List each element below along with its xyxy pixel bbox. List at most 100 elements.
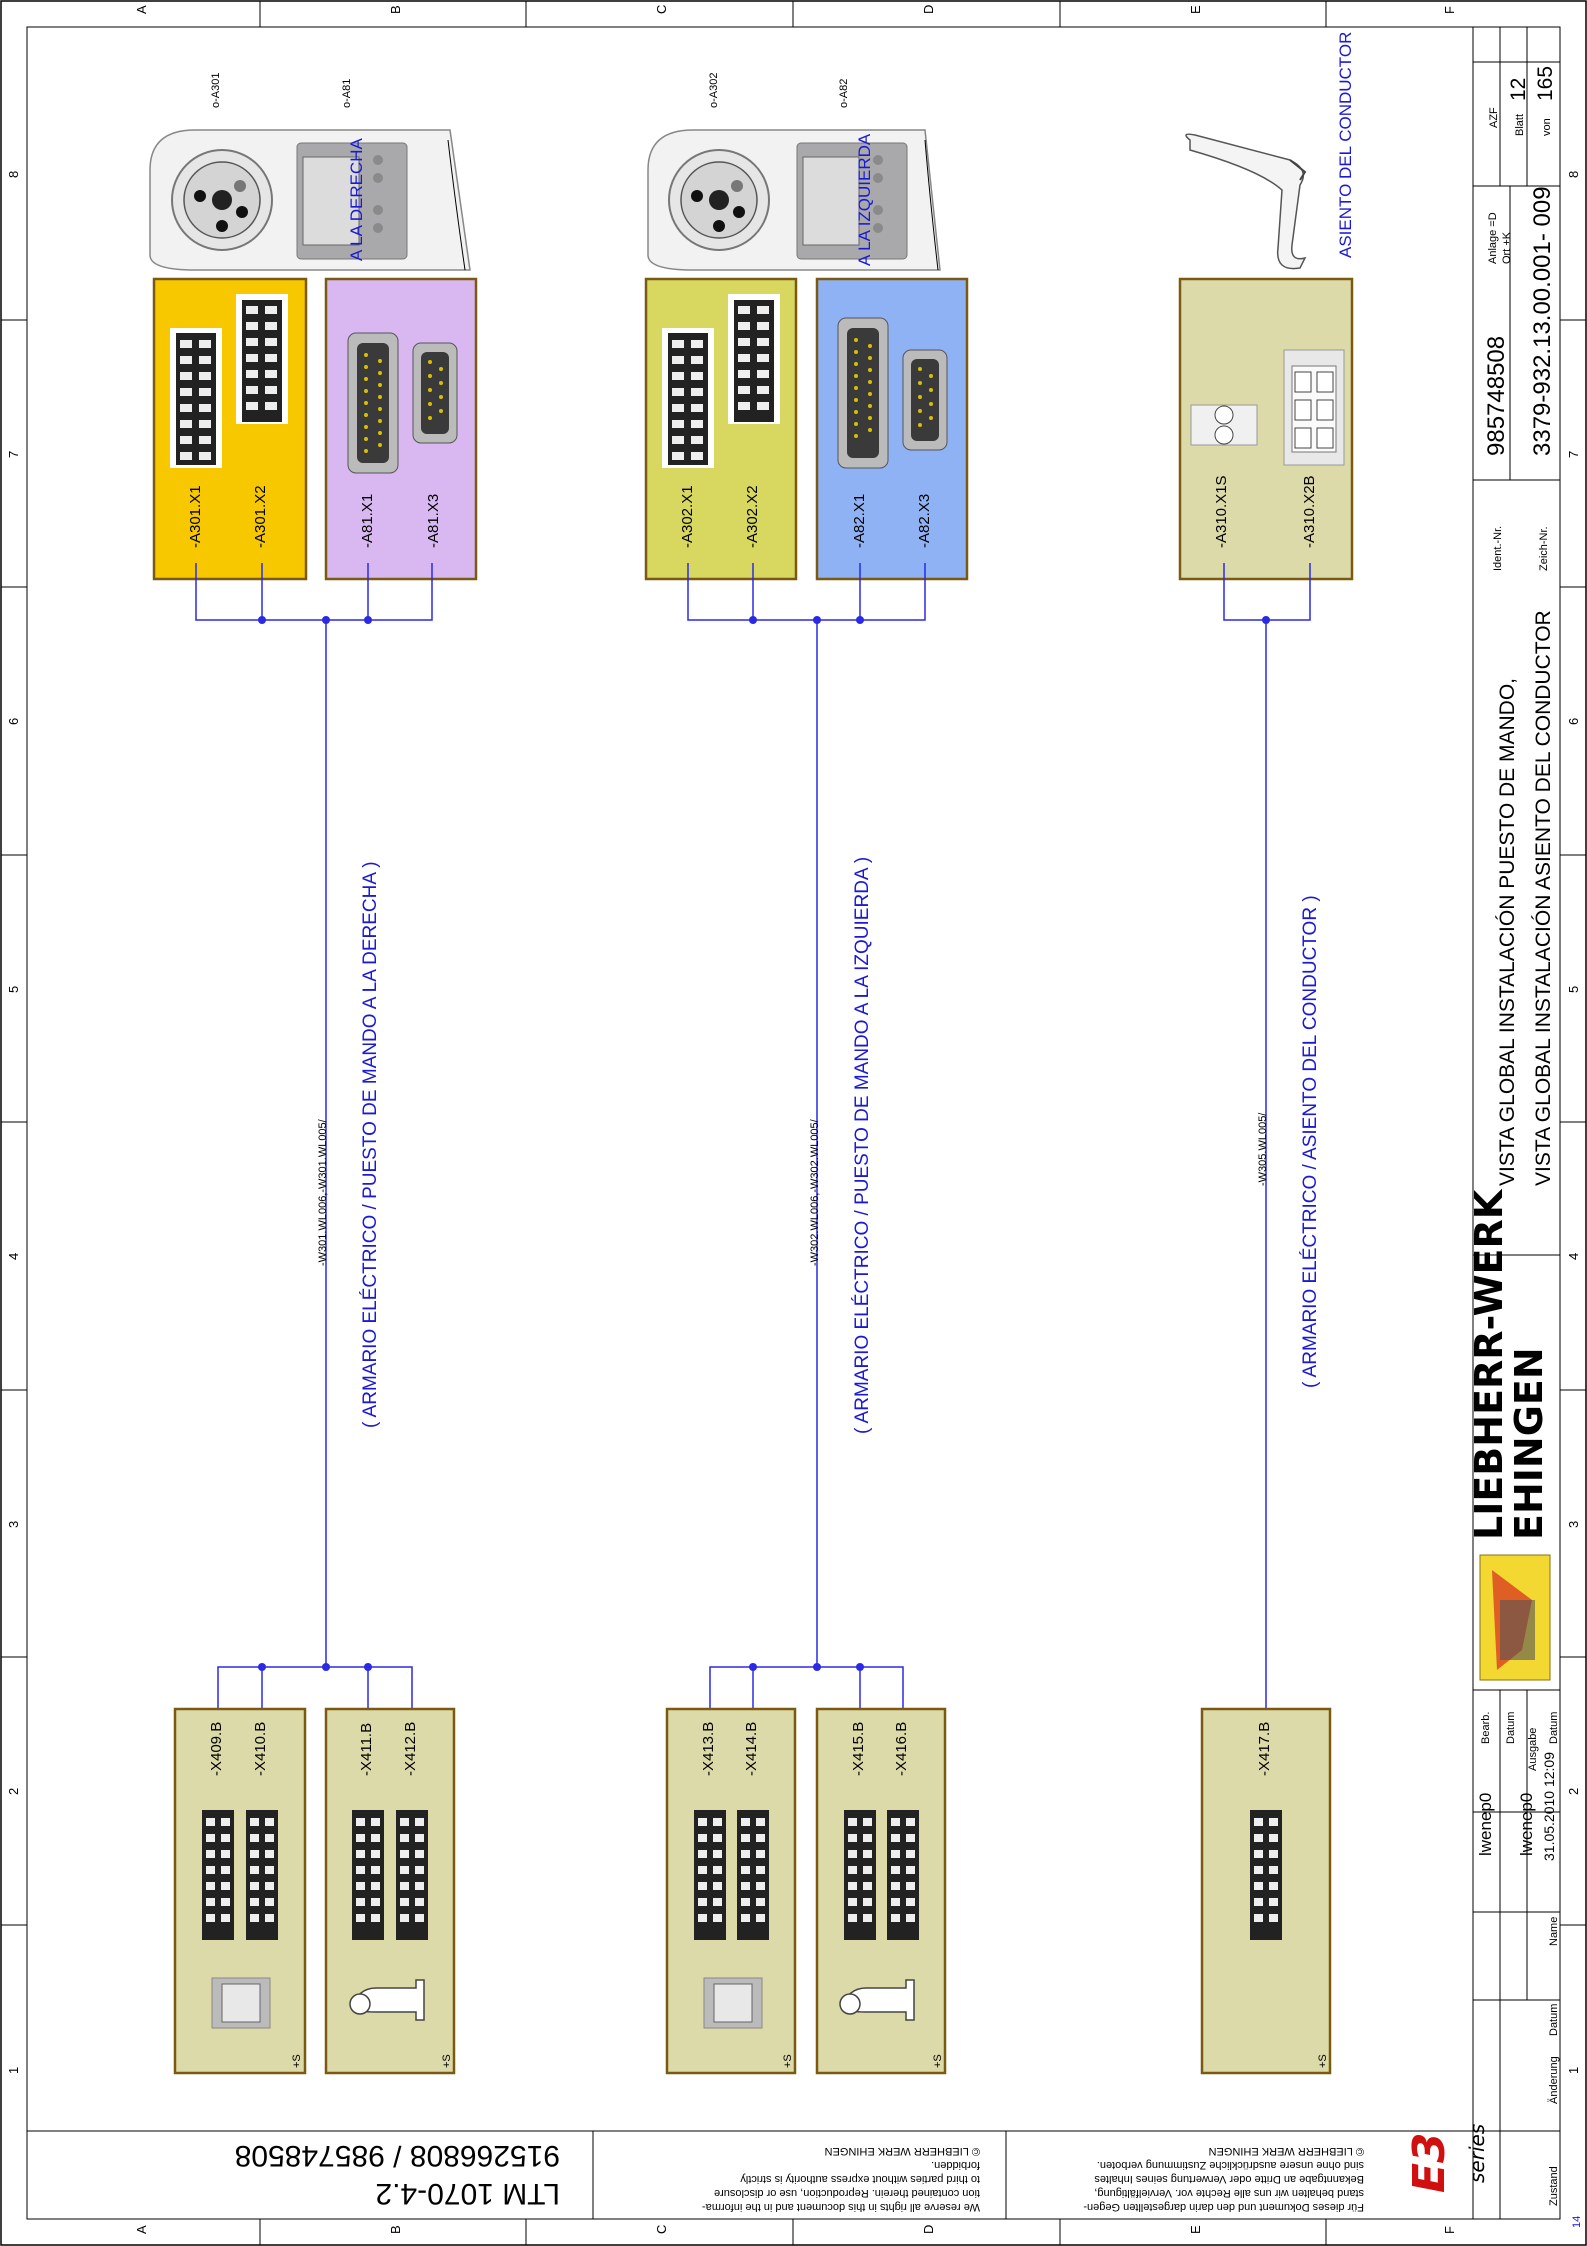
legal-en-line4: forbidden. <box>931 2159 980 2171</box>
legal-de-line4: sind ohne unsere ausdrückliche Zustimmun… <box>1097 2159 1364 2171</box>
zone-label-f-bottom: F <box>1442 2226 1457 2234</box>
label-asiento-del-conductor: ASIENTO DEL CONDUCTOR <box>1336 32 1355 258</box>
zone-num-3-right: 3 <box>1566 1521 1581 1528</box>
e3-series-logo: E3 series <box>1404 2124 1489 2193</box>
zustand-label: Zustand <box>1548 2166 1560 2206</box>
cable-label-w305: -W305.WL005/ <box>1257 1112 1269 1186</box>
ident-value: 985748508 <box>1483 336 1510 456</box>
pin-label-x410: -X410.B <box>252 1722 269 1776</box>
pin-label-a82-x3: -A82.X3 <box>916 494 933 548</box>
zone-num-8-left: 8 <box>6 171 21 178</box>
ort-label: Ort +K <box>1501 231 1513 264</box>
legal-de-line3: Bekanntgabe an Dritte oder Verwertung se… <box>1094 2173 1364 2185</box>
zone-label-c-top: C <box>654 5 669 14</box>
device-label-a82: o-A82 <box>838 79 850 108</box>
plus-s-label-3: +S <box>782 2054 794 2068</box>
zone-num-1-right: 1 <box>1566 2067 1581 2074</box>
pin-label-x417: -X417.B <box>1256 1722 1273 1776</box>
zone-num-7-left: 7 <box>6 451 21 458</box>
zone-label-c-bottom: C <box>654 2225 669 2234</box>
plus-s-label-4: +S <box>932 2054 944 2068</box>
pin-label-a301-x2: -A301.X2 <box>252 485 269 548</box>
von-label: von <box>1541 118 1553 136</box>
zone-label-b-top: B <box>388 5 403 14</box>
zone-num-6-left: 6 <box>6 718 21 725</box>
wiring-harness <box>195 563 1311 1710</box>
zone-num-7-right: 7 <box>1566 451 1581 458</box>
control-panel-right-picture <box>149 129 471 271</box>
legal-de-line2: stand behalten wir uns alle Rechte vor. … <box>1094 2187 1364 2199</box>
wire-junctions <box>258 616 1270 1671</box>
connector-a302-x1-icon <box>662 328 714 468</box>
pin-label-x415: -X415.B <box>850 1722 867 1776</box>
zone-num-3-left: 3 <box>6 1521 21 1528</box>
machine-numbers: 915266808 / 985748508 <box>235 2139 560 2172</box>
device-label-a302: o-A302 <box>708 73 720 108</box>
zone-label-f-top: F <box>1442 6 1457 14</box>
anlage-label: Anlage =D <box>1487 212 1499 264</box>
pin-label-a302-x2: -A302.X2 <box>744 485 761 548</box>
device-label-a81: o-A81 <box>341 79 353 108</box>
pin-label-a310-x1s: -A310.X1S <box>1213 475 1230 548</box>
zone-num-4-right: 4 <box>1566 1253 1581 1260</box>
pin-label-a81-x3: -A81.X3 <box>425 494 442 548</box>
blatt-label: Blatt <box>1514 114 1526 136</box>
zone-num-5-right: 5 <box>1566 986 1581 993</box>
legal-en-line2: tion contained therein. Reproduction, us… <box>714 2187 980 2199</box>
company-name-2: EHINGEN <box>1507 1347 1551 1540</box>
pin-label-a81-x1: -A81.X1 <box>359 494 376 548</box>
label-a-la-izquierda: A LA IZQUIERDA <box>855 133 874 266</box>
zone-num-1-left: 1 <box>6 2067 21 2074</box>
zone-num-8-right: 8 <box>1566 171 1581 178</box>
zeich-value: 3379-932.13.00.001- 009 <box>1529 186 1556 456</box>
connector-a301-x1-icon <box>170 328 222 468</box>
control-panel-left-picture <box>647 129 941 271</box>
legal-de-line1: Für dieses Dokument und den darin darges… <box>1083 2201 1364 2213</box>
azf-label: AZF <box>1488 107 1500 128</box>
zone-num-6-right: 6 <box>1566 718 1581 725</box>
title-line-1: VISTA GLOBAL INSTALACIÓN PUESTO DE MANDO… <box>1496 678 1519 1186</box>
connector-box-x411-x412 <box>324 1707 456 2075</box>
seat-icon <box>1185 133 1307 270</box>
pin-label-a301-x1: -A301.X1 <box>187 485 204 548</box>
device-label-a301: o-A301 <box>210 73 222 108</box>
screen-icon <box>211 1977 763 2029</box>
zone-label-e-bottom: E <box>1188 2225 1203 2234</box>
datum-label-2: Datum <box>1548 1712 1560 1744</box>
zone-num-4-left: 4 <box>6 1253 21 1260</box>
pin-label-x413: -X413.B <box>700 1722 717 1776</box>
liebherr-crane-logo <box>1479 1554 1551 1681</box>
connector-a310-x1s-icon <box>1190 404 1258 446</box>
datum-label: Datum <box>1505 1712 1517 1744</box>
pin-label-a302-x1: -A302.X1 <box>679 485 696 548</box>
aenderung-label: Änderung <box>1548 2056 1560 2104</box>
bearb-value: lwenep0 <box>1476 1793 1495 1856</box>
machine-model: LTM 1070-4.2 <box>375 2177 560 2210</box>
terminal-strip-icons <box>202 1810 1282 1940</box>
e3-logo-text: E3 <box>1404 2132 1455 2193</box>
route-label-asiento: ( ARMARIO ELÉCTRICO / ASIENTO DEL CONDUC… <box>1300 895 1321 1388</box>
connector-a302-x2-icon <box>728 294 780 424</box>
legal-de-line5: © LIEBHERR WERK EHINGEN <box>1209 2145 1364 2157</box>
zeich-label: Zeich-Nr. <box>1538 526 1550 571</box>
connector-a301-x2-icon <box>236 294 288 424</box>
zone-label-d-top: D <box>921 5 936 14</box>
ausgabe-value: lwenep0 <box>1517 1793 1536 1856</box>
plus-s-label-5: +S <box>1317 2054 1329 2068</box>
connector-a81-x3-icon <box>412 342 458 444</box>
route-label-izquierda: ( ARMARIO ELÉCTRICO / PUESTO DE MANDO A … <box>852 857 873 1434</box>
zone-num-5-left: 5 <box>6 986 21 993</box>
label-a-la-derecha: A LA DERECHA <box>347 138 366 261</box>
von-value: 165 <box>1534 66 1557 101</box>
pin-label-a82-x1: -A82.X1 <box>851 494 868 548</box>
plus-s-label-2: +S <box>441 2054 453 2068</box>
zone-label-b-bottom: B <box>388 2225 403 2234</box>
plus-s-label-1: +S <box>291 2054 303 2068</box>
ausgabe-date: 31.05.2010 12:09 <box>1541 1752 1557 1861</box>
bearb-label: Bearb. <box>1480 1712 1492 1744</box>
connector-a82-x3-icon <box>902 349 948 451</box>
ident-label: Ident.-Nr. <box>1492 526 1504 571</box>
title-block-frame <box>1472 27 1560 2219</box>
legal-en-line3: to third parties without express authori… <box>740 2173 980 2185</box>
